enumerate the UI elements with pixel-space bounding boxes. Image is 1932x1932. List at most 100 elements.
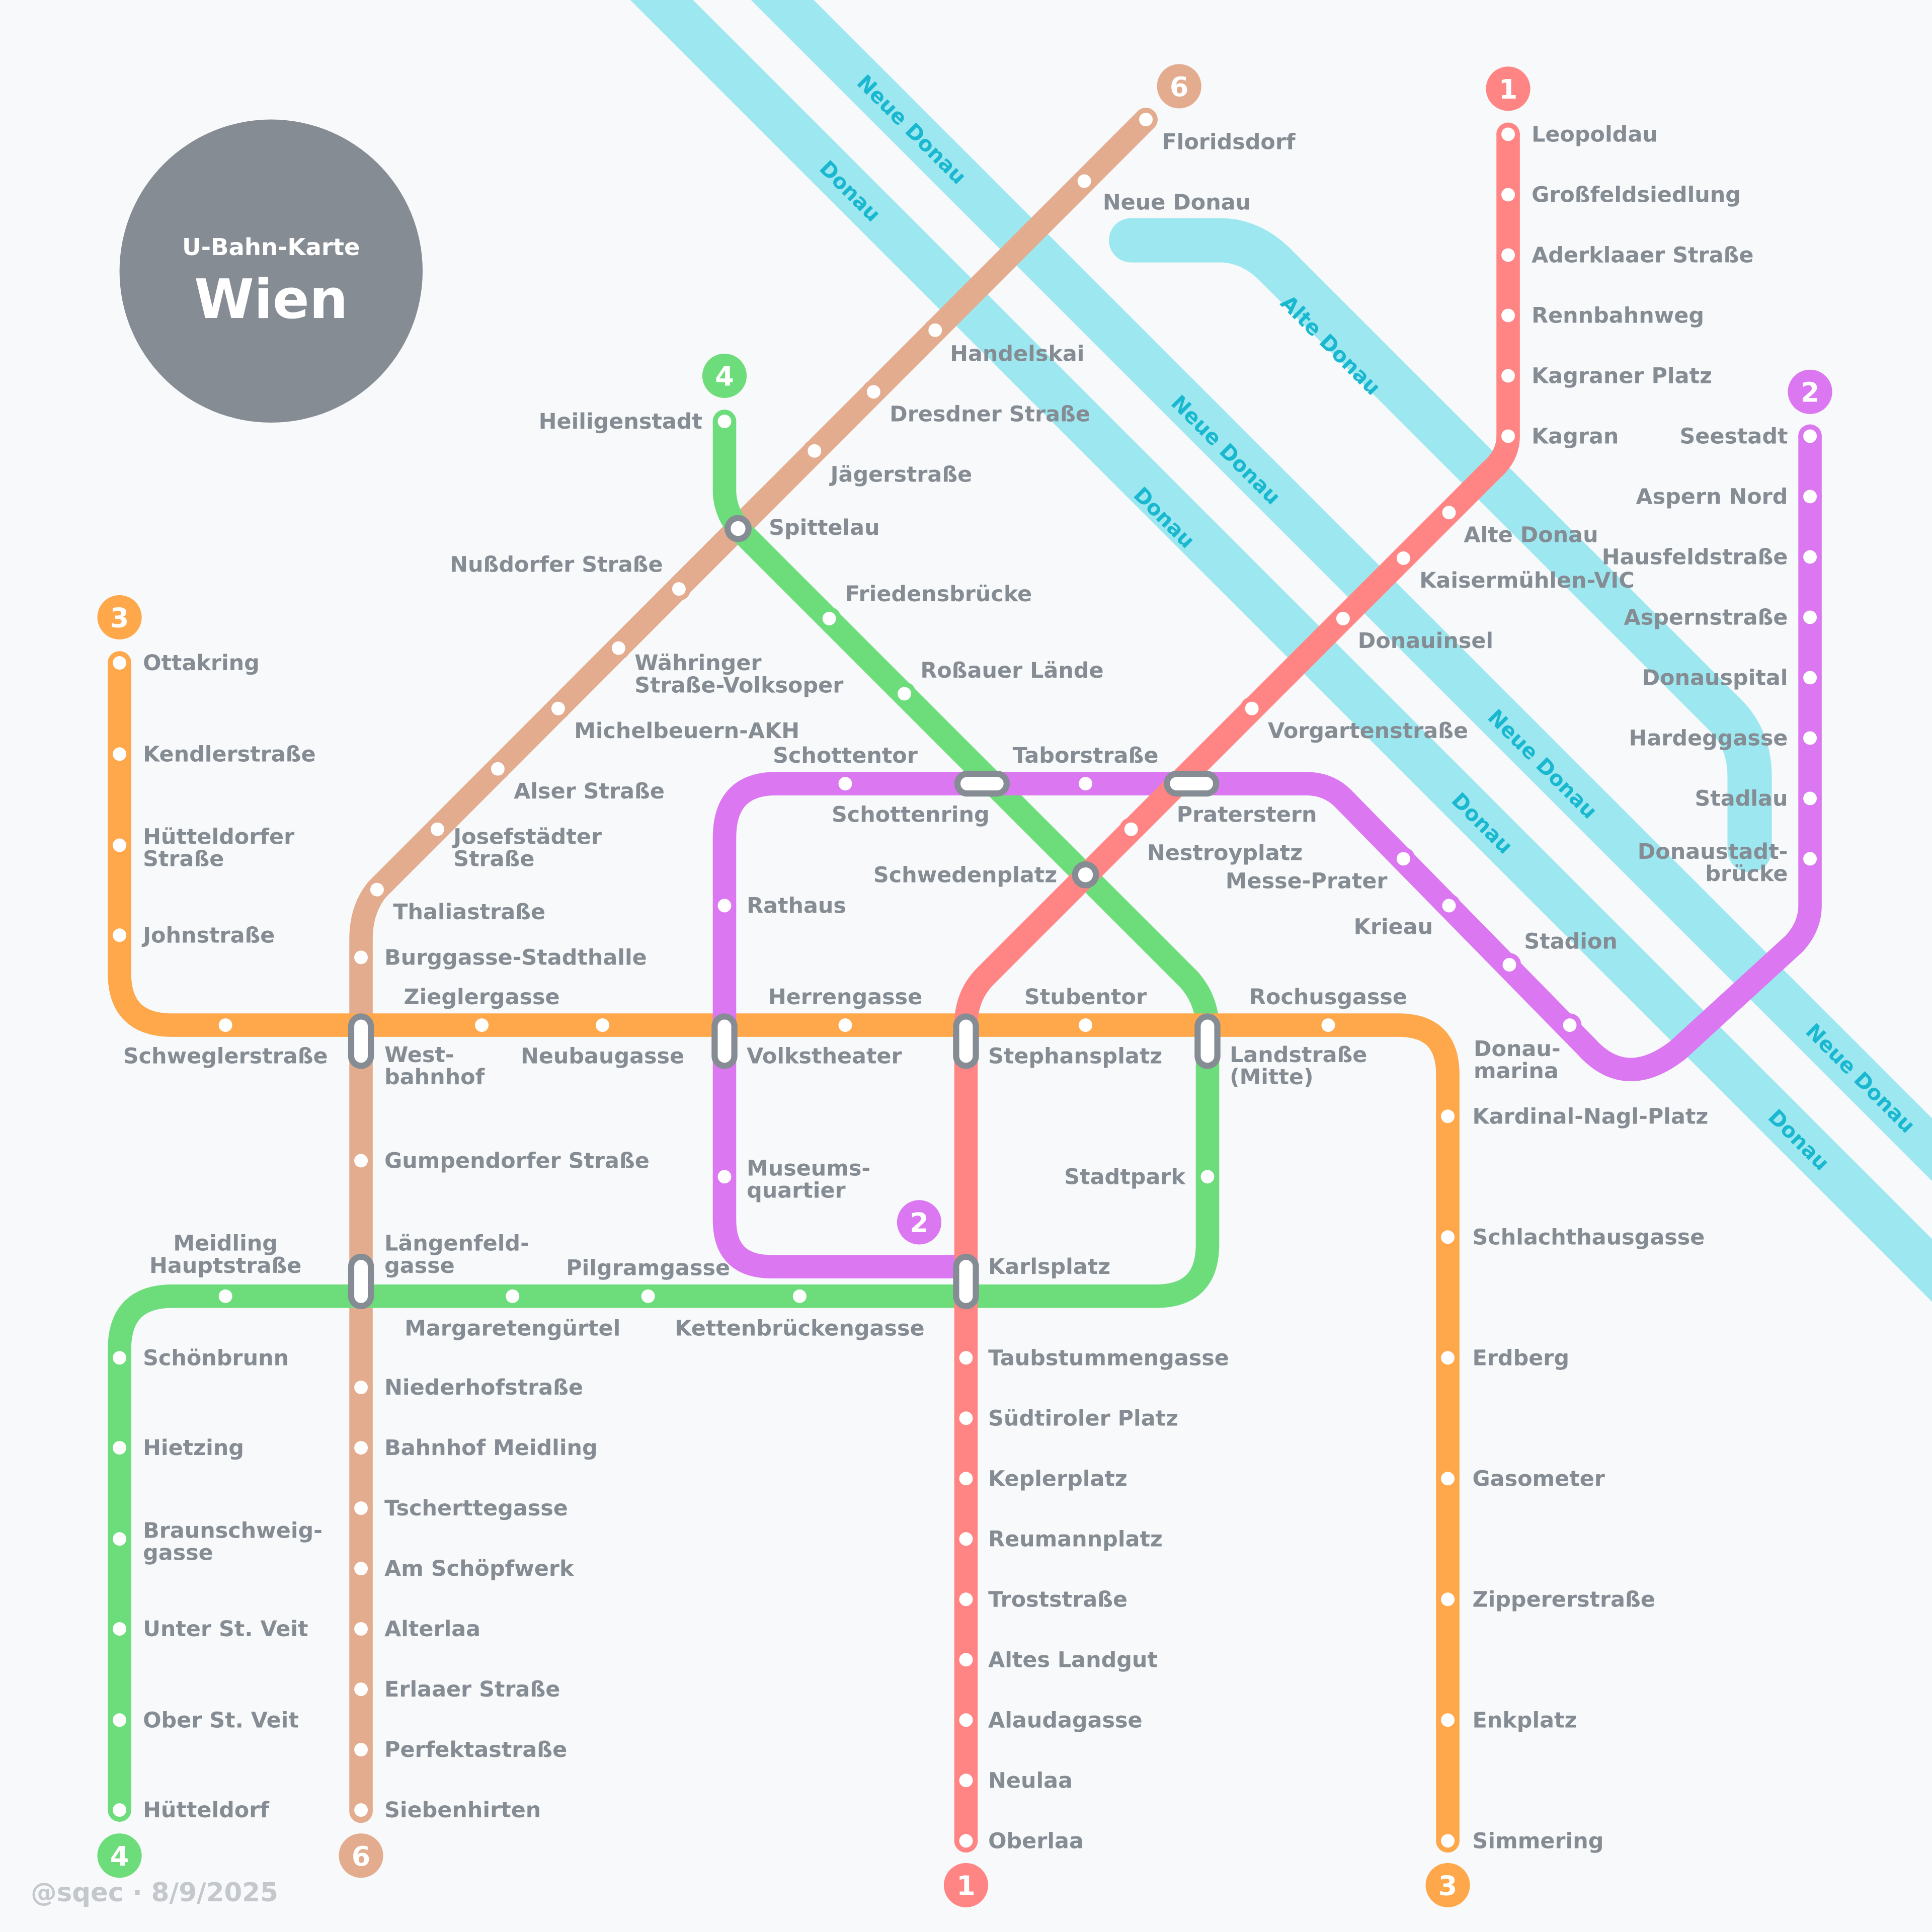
station-kaisermuehlen[interactable]: Kaisermühlen-VIC [1392, 546, 1635, 593]
line-u3[interactable] [108, 651, 1460, 1853]
station-hausfeld[interactable]: Hausfeldstraße [1602, 545, 1822, 570]
station-bahnhof-meidling[interactable]: Bahnhof Meidling [349, 1435, 598, 1461]
station-margaretenguertel[interactable]: Margaretengürtel [405, 1284, 620, 1341]
station-suedtiroler[interactable]: Südtiroler Platz [954, 1406, 1178, 1431]
station-oberlaa[interactable]: Oberlaa [954, 1828, 1084, 1854]
station-messe-prater[interactable]: Messe-Prater [1226, 847, 1415, 894]
station-schwedenplatz[interactable]: Schwedenplatz [873, 861, 1099, 889]
station-kettenbrueckengasse[interactable]: Kettenbrückengasse [675, 1284, 925, 1341]
station-nussdorfer[interactable]: Nußdorfer Straße [450, 552, 691, 601]
station-siebenhirten[interactable]: Siebenhirten [349, 1798, 541, 1823]
station-seestadt[interactable]: Seestadt [1679, 424, 1822, 449]
station-donaustadtbruecke[interactable]: Donaustadt-brücke [1638, 839, 1822, 887]
station-pilgramgasse[interactable]: Pilgramgasse [566, 1256, 730, 1308]
station-taubstummengasse[interactable]: Taubstummengasse [954, 1345, 1229, 1371]
station-unter-st-veit[interactable]: Unter St. Veit [108, 1617, 308, 1642]
station-hietzing[interactable]: Hietzing [108, 1435, 244, 1461]
station-laengenfeldgasse[interactable]: Längenfeld-gasse [348, 1231, 529, 1310]
line-badge-u2[interactable]: 2 [1788, 369, 1832, 414]
line-badge-u3[interactable]: 3 [97, 595, 142, 640]
interchange-marker[interactable] [1072, 861, 1099, 889]
station-krieau[interactable]: Krieau [1354, 894, 1461, 940]
station-westbahnhof[interactable]: West-bahnhof [348, 1013, 486, 1090]
interchange-marker[interactable] [348, 1013, 374, 1069]
station-friedensbruecke[interactable]: Friedensbrücke [817, 582, 1032, 630]
station-kagraner-platz[interactable]: Kagraner Platz [1496, 364, 1712, 389]
station-schottenring[interactable]: Schottenring [832, 770, 1010, 828]
station-burggasse[interactable]: Burggasse-Stadthalle [349, 945, 647, 971]
station-handelskai[interactable]: Handelskai [923, 318, 1085, 367]
station-keplerplatz[interactable]: Keplerplatz [954, 1466, 1128, 1491]
station-neubaugasse[interactable]: Neubaugasse [521, 1013, 684, 1069]
station-enkplatz[interactable]: Enkplatz [1436, 1708, 1577, 1733]
station-jaegerstrasse[interactable]: Jägerstraße [802, 439, 973, 488]
station-karlsplatz[interactable]: Karlsplatz [953, 1253, 1110, 1310]
interchange-marker[interactable] [348, 1253, 374, 1310]
station-rochusgasse[interactable]: Rochusgasse [1249, 985, 1407, 1037]
station-stadion[interactable]: Stadion [1497, 929, 1618, 977]
interchange-marker[interactable] [1194, 1013, 1221, 1069]
station-landstrasse[interactable]: Landstraße(Mitte) [1194, 1013, 1367, 1090]
station-kagran[interactable]: Kagran [1496, 424, 1619, 449]
line-u2[interactable] [712, 424, 1822, 1278]
station-donauspital[interactable]: Donauspital [1642, 666, 1822, 691]
station-spittelau[interactable]: Spittelau [725, 515, 879, 542]
interchange-marker[interactable] [711, 1013, 738, 1069]
station-aspernstrasse[interactable]: Aspernstraße [1624, 605, 1822, 630]
station-dresdner[interactable]: Dresdner Straße [862, 380, 1090, 427]
station-stadtpark[interactable]: Stadtpark [1064, 1164, 1220, 1189]
station-grossfeldsiedlung[interactable]: Großfeldsiedlung [1496, 183, 1741, 208]
station-volkstheater[interactable]: Volkstheater [711, 1013, 902, 1069]
station-erdberg[interactable]: Erdberg [1436, 1345, 1569, 1371]
line-badge-u4[interactable]: 4 [97, 1833, 142, 1878]
station-kendlerstrasse[interactable]: Kendlerstraße [108, 742, 316, 767]
station-aspern-nord[interactable]: Aspern Nord [1636, 485, 1822, 510]
station-simmering[interactable]: Simmering [1436, 1828, 1603, 1854]
station-museumsquartier[interactable]: Museums-quartier [712, 1156, 870, 1203]
station-troststrasse[interactable]: Troststraße [954, 1587, 1128, 1612]
station-herrengasse[interactable]: Herrengasse [768, 985, 922, 1037]
station-gumpendorfer[interactable]: Gumpendorfer Straße [349, 1149, 650, 1174]
line-badge-u6[interactable]: 6 [1157, 64, 1201, 109]
station-johnstrasse[interactable]: Johnstraße [108, 923, 275, 948]
station-ottakring[interactable]: Ottakring [108, 651, 260, 676]
station-alser[interactable]: Alser Straße [486, 757, 665, 804]
station-aderklaaer[interactable]: Aderklaaer Straße [1496, 243, 1753, 268]
line-badge-u6[interactable]: 6 [339, 1833, 383, 1878]
station-neulaa[interactable]: Neulaa [954, 1768, 1073, 1793]
station-schottentor[interactable]: Schottentor [773, 743, 918, 795]
station-braunschweiggasse[interactable]: Braunschweig-gasse [108, 1518, 323, 1565]
station-donauinsel[interactable]: Donauinsel [1331, 607, 1493, 654]
line-badge-u1[interactable]: 1 [1486, 66, 1531, 111]
station-leopoldau[interactable]: Leopoldau [1496, 122, 1658, 147]
station-niederhof[interactable]: Niederhofstraße [349, 1375, 583, 1400]
station-alte-donau[interactable]: Alte Donau [1437, 501, 1598, 548]
station-taborstrasse[interactable]: Taborstraße [1013, 743, 1159, 795]
station-heiligenstadt[interactable]: Heiligenstadt [539, 409, 737, 434]
station-donaumarina[interactable]: Donau-marina [1474, 1013, 1582, 1084]
station-floridsdorf[interactable]: Floridsdorf [1134, 108, 1296, 154]
line-badge-u1[interactable]: 1 [943, 1863, 989, 1908]
station-altes-landgut[interactable]: Altes Landgut [954, 1647, 1158, 1672]
station-zieglergasse[interactable]: Zieglergasse [404, 985, 560, 1037]
station-michelbeuern[interactable]: Michelbeuern-AKH [546, 696, 799, 744]
station-stubentor[interactable]: Stubentor [1024, 985, 1147, 1037]
station-kardinal[interactable]: Kardinal-Nagl-Platz [1436, 1104, 1708, 1129]
interchange-marker[interactable] [953, 1013, 979, 1069]
station-zipperer[interactable]: Zippererstraße [1436, 1587, 1655, 1612]
station-ober-st-veit[interactable]: Ober St. Veit [108, 1708, 299, 1733]
station-gasometer[interactable]: Gasometer [1436, 1466, 1605, 1491]
station-rossauer[interactable]: Roßauer Lände [893, 658, 1104, 706]
station-erlaaer[interactable]: Erlaaer Straße [349, 1677, 560, 1702]
station-stadlau[interactable]: Stadlau [1695, 786, 1822, 812]
station-nestroyplatz[interactable]: Nestroyplatz [1119, 817, 1303, 865]
station-perfektastrasse[interactable]: Perfektastraße [349, 1737, 567, 1762]
station-hardeggasse[interactable]: Hardeggasse [1629, 726, 1822, 751]
line-badge-u4[interactable]: 4 [702, 353, 747, 398]
station-thaliastrasse[interactable]: Thaliastraße [365, 877, 545, 925]
station-schlachthaus[interactable]: Schlachthausgasse [1436, 1225, 1705, 1250]
